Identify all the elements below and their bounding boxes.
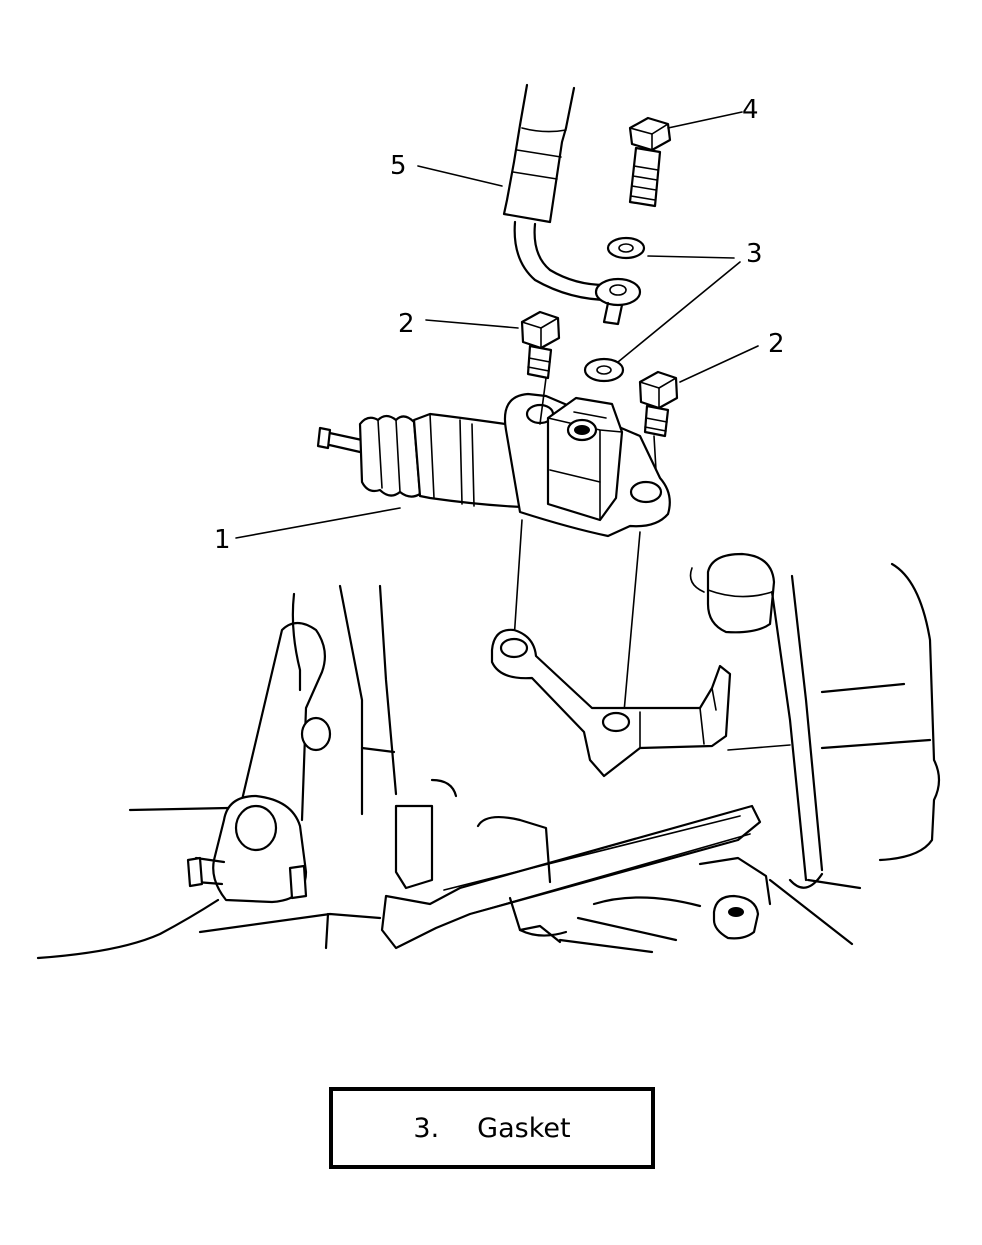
- callout-label-gaskets: 3: [746, 239, 763, 269]
- caption-box: 3. Gasket: [329, 1087, 655, 1169]
- transmission-housing: [36, 552, 941, 960]
- clutch-slave-cylinder-diagram: 4 5 3 2 2 1: [36, 83, 941, 960]
- banjo-bolt: [628, 116, 672, 208]
- callout-label-bolt-left: 2: [398, 309, 415, 339]
- callout-labels: 4 5 3 2 2 1: [214, 95, 785, 555]
- caption-label: Gasket: [477, 1112, 571, 1144]
- caption-number: 3.: [413, 1112, 440, 1144]
- sealing-washers: [583, 236, 646, 383]
- alignment-lines: [513, 377, 657, 713]
- mounting-bolt-right: [638, 370, 679, 438]
- callout-label-bolt-right: 2: [768, 329, 785, 359]
- callout-label-cylinder: 1: [214, 525, 231, 555]
- callout-leaders: [235, 111, 759, 539]
- mounting-bolt-left: [520, 310, 561, 380]
- hose-assembly: [502, 83, 642, 326]
- callout-label-hose: 5: [390, 151, 407, 181]
- mounting-bracket: [490, 628, 732, 778]
- slave-cylinder: [316, 392, 671, 538]
- callout-label-bolt-top: 4: [742, 95, 759, 125]
